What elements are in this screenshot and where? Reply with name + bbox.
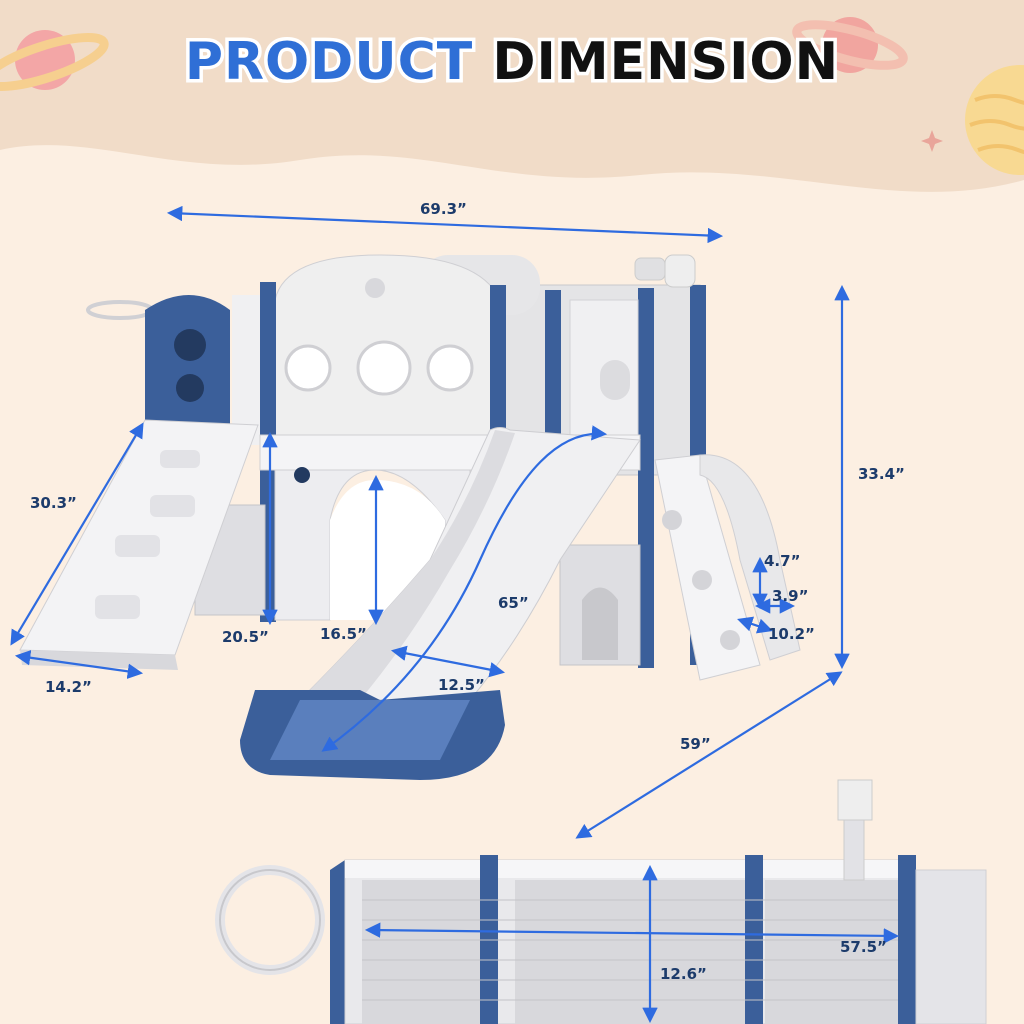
planet-right-icon xyxy=(792,17,908,73)
label-height-total: 33.4” xyxy=(858,465,905,483)
label-step-height: 4.7” xyxy=(764,552,801,570)
title-word-product: PRODUCT xyxy=(181,29,475,96)
planet-yellow-icon xyxy=(965,65,1024,175)
label-step-depth: 3.9” xyxy=(772,587,809,605)
arrow-ramp-width xyxy=(14,650,144,679)
label-slide-length: 65” xyxy=(498,594,529,612)
label-step-width: 10.2” xyxy=(768,625,815,643)
telescope-top xyxy=(837,779,873,881)
header-background xyxy=(0,0,1024,192)
arrow-depth-total xyxy=(575,671,843,839)
page-title: PRODUCT DIMENSION xyxy=(0,29,1024,96)
basketball-hoop xyxy=(86,300,154,320)
label-tunnel-height: 16.5” xyxy=(320,625,367,643)
playset-main xyxy=(19,254,801,780)
arrow-step-width xyxy=(737,616,773,634)
dimension-arrows xyxy=(10,205,900,1024)
label-slide-width: 12.5” xyxy=(438,676,485,694)
arrow-ramp-length xyxy=(10,422,144,646)
label-ramp-length: 30.3” xyxy=(30,494,77,512)
label-inner-length: 57.5” xyxy=(840,938,887,956)
arrow-slide-length xyxy=(321,425,608,752)
arrow-slide-width xyxy=(390,645,506,678)
label-width-total: 69.3” xyxy=(420,200,467,218)
arrow-inner-length xyxy=(364,922,900,944)
telescope xyxy=(634,254,696,288)
label-tunnel-width: 20.5” xyxy=(222,628,269,646)
planet-left-icon xyxy=(0,30,109,91)
label-depth-total: 59” xyxy=(680,735,711,753)
label-inner-width: 12.6” xyxy=(660,965,707,983)
label-ramp-width: 14.2” xyxy=(45,678,92,696)
arrow-width-total xyxy=(166,205,724,244)
star-icon xyxy=(921,130,943,152)
playset-top-view xyxy=(215,779,987,1024)
title-word-dimension: DIMENSION xyxy=(489,29,842,96)
